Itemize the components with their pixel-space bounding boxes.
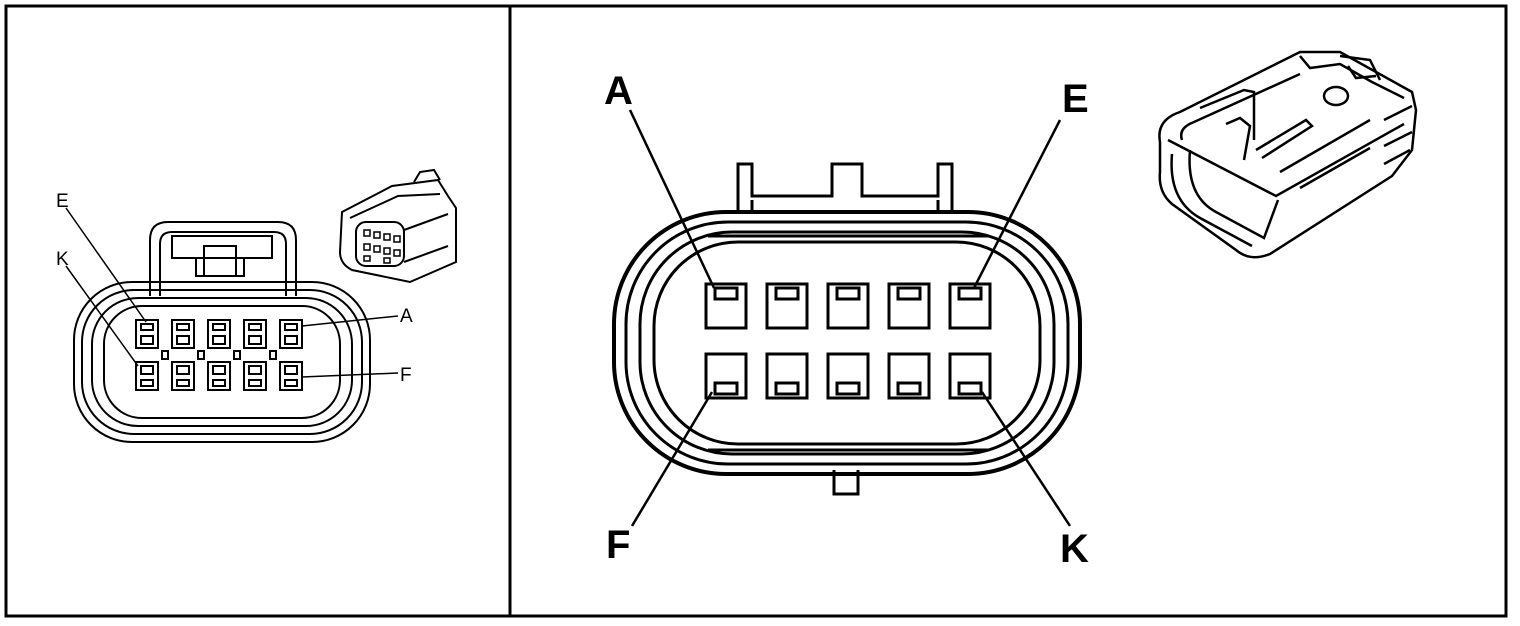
left-cavity-top	[243, 319, 267, 349]
left-label-k: K	[56, 249, 69, 270]
right-label-e: E	[1062, 77, 1089, 121]
left-cavity-top-lock	[140, 323, 154, 331]
left-cavity-bottom	[207, 361, 231, 391]
right-cavity-bottom	[887, 352, 931, 400]
left-cavity-bottom	[279, 361, 303, 391]
right-connector-face	[612, 162, 1082, 496]
left-cavity-bottom-lock	[212, 379, 226, 387]
right-leader-f	[630, 391, 714, 527]
diagram-frame	[4, 4, 1508, 618]
left-cavity-bottom-inner	[212, 365, 226, 375]
right-cavity-top-lock	[957, 286, 983, 301]
right-cavity-bottom	[826, 352, 870, 400]
left-label-e: E	[56, 191, 69, 212]
left-cavity-bottom-inner	[284, 365, 298, 375]
left-cavity-top	[207, 319, 231, 349]
right-cavity-top	[948, 282, 992, 330]
left-cavity-bottom-lock	[140, 379, 154, 387]
left-cavity-top	[171, 319, 195, 349]
right-leader-a	[628, 109, 716, 289]
left-cavity-separator	[197, 350, 205, 360]
left-cavity-top-lock	[212, 323, 226, 331]
right-cavity-bottom	[765, 352, 809, 400]
left-cavity-separator	[233, 350, 241, 360]
left-leader-k	[65, 265, 139, 367]
left-leader-f	[301, 372, 399, 378]
left-cavity-top-inner	[176, 335, 190, 345]
left-cavity-top-inner	[212, 335, 226, 345]
left-cavity-bottom-lock	[248, 379, 262, 387]
right-cavity-bottom-lock	[835, 381, 861, 396]
left-connector-isometric	[338, 168, 457, 284]
right-cavity-bottom	[948, 352, 992, 400]
right-cavity-top	[826, 282, 870, 330]
left-cavity-bottom	[171, 361, 195, 391]
left-leader-e	[65, 207, 147, 323]
left-cavity-top-lock	[284, 323, 298, 331]
left-label-f: F	[400, 365, 412, 386]
right-label-a: A	[604, 69, 633, 113]
right-cavity-bottom-lock	[896, 381, 922, 396]
right-cavity-bottom-lock	[713, 381, 739, 396]
left-cavity-top-inner	[248, 335, 262, 345]
left-cavity-bottom-inner	[140, 365, 154, 375]
left-cavity-bottom	[135, 361, 159, 391]
left-cavity-separator	[161, 350, 169, 360]
left-cavity-top	[135, 319, 159, 349]
right-label-f: F	[606, 523, 630, 567]
left-cavity-top	[279, 319, 303, 349]
right-label-k: K	[1060, 527, 1089, 571]
left-cavity-bottom-inner	[176, 365, 190, 375]
right-cavity-top-lock	[713, 286, 739, 301]
right-cavity-bottom	[704, 352, 748, 400]
left-cavity-bottom-inner	[248, 365, 262, 375]
left-cavity-separator	[269, 350, 277, 360]
right-cavity-top-lock	[896, 286, 922, 301]
right-cavity-top	[704, 282, 748, 330]
left-cavity-top-inner	[140, 335, 154, 345]
right-cavity-grid	[704, 282, 992, 400]
right-leader-lines	[628, 109, 1072, 527]
left-label-a: A	[400, 306, 413, 327]
left-cavity-bottom-lock	[176, 379, 190, 387]
right-cavity-top-lock	[774, 286, 800, 301]
right-cavity-top	[887, 282, 931, 330]
left-cavity-top-lock	[248, 323, 262, 331]
right-leader-k	[980, 391, 1072, 527]
left-leader-a	[301, 315, 399, 327]
left-leader-lines	[65, 207, 399, 378]
right-connector-isometric	[1158, 50, 1418, 259]
left-cavity-top-lock	[176, 323, 190, 331]
left-connector-face	[73, 221, 371, 443]
right-cavity-bottom-lock	[957, 381, 983, 396]
left-cavity-grid	[135, 319, 303, 391]
left-cavity-top-inner	[284, 335, 298, 345]
right-cavity-top-lock	[835, 286, 861, 301]
left-cavity-bottom-lock	[284, 379, 298, 387]
right-cavity-top	[765, 282, 809, 330]
right-leader-e	[972, 119, 1062, 289]
right-cavity-bottom-lock	[774, 381, 800, 396]
left-cavity-bottom	[243, 361, 267, 391]
